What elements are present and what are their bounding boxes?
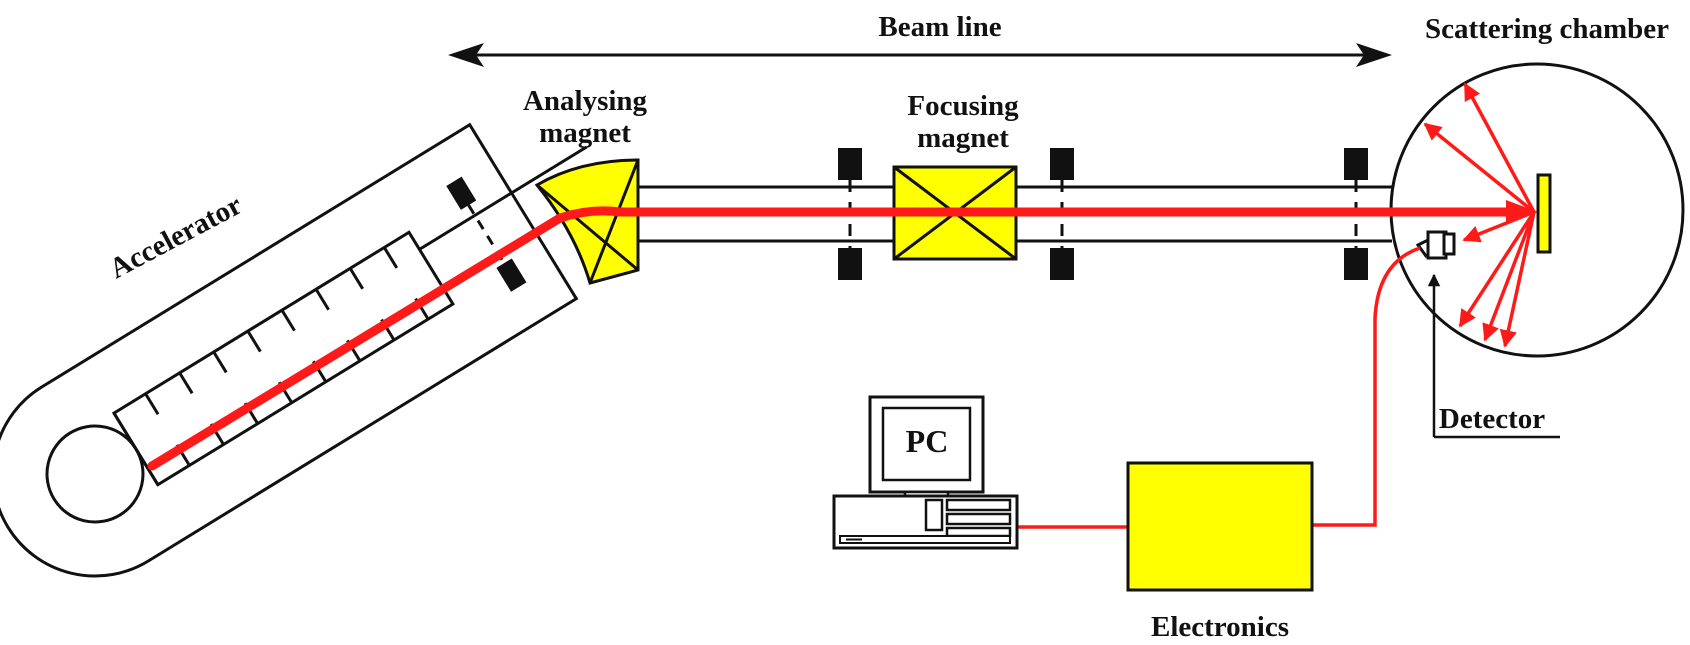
target <box>1536 173 1552 254</box>
beam-arrowhead <box>1506 200 1538 224</box>
beam-line-arrow <box>448 43 1392 67</box>
detector <box>1415 230 1456 260</box>
focusing-magnet-label-1: Focusing <box>907 90 1019 122</box>
accelerator-label: Accelerator <box>104 189 247 285</box>
scattering-chamber-label: Scattering chamber <box>1425 13 1669 45</box>
analysing-magnet-label-2: magnet <box>539 117 631 149</box>
accelerator <box>0 122 611 578</box>
detector-cable <box>1310 246 1421 527</box>
accelerator-electrodes <box>144 246 430 467</box>
electronics-box <box>1126 461 1314 592</box>
analysing-magnet-label-1: Analysing <box>523 85 648 117</box>
pc-screen <box>881 406 972 482</box>
slit-2 <box>1050 148 1074 280</box>
focusing-magnet-label-2: magnet <box>917 122 1009 154</box>
pc-label: PC <box>906 423 949 459</box>
electronics-label: Electronics <box>1151 611 1289 643</box>
slit-1 <box>838 148 862 280</box>
accelerator-slit <box>446 176 527 292</box>
scattered-rays <box>1423 82 1536 348</box>
particle-beam <box>147 206 1520 471</box>
beam-line-label: Beam line <box>878 11 1001 43</box>
detector-label: Detector <box>1439 403 1545 435</box>
pc-computer <box>832 395 1019 550</box>
